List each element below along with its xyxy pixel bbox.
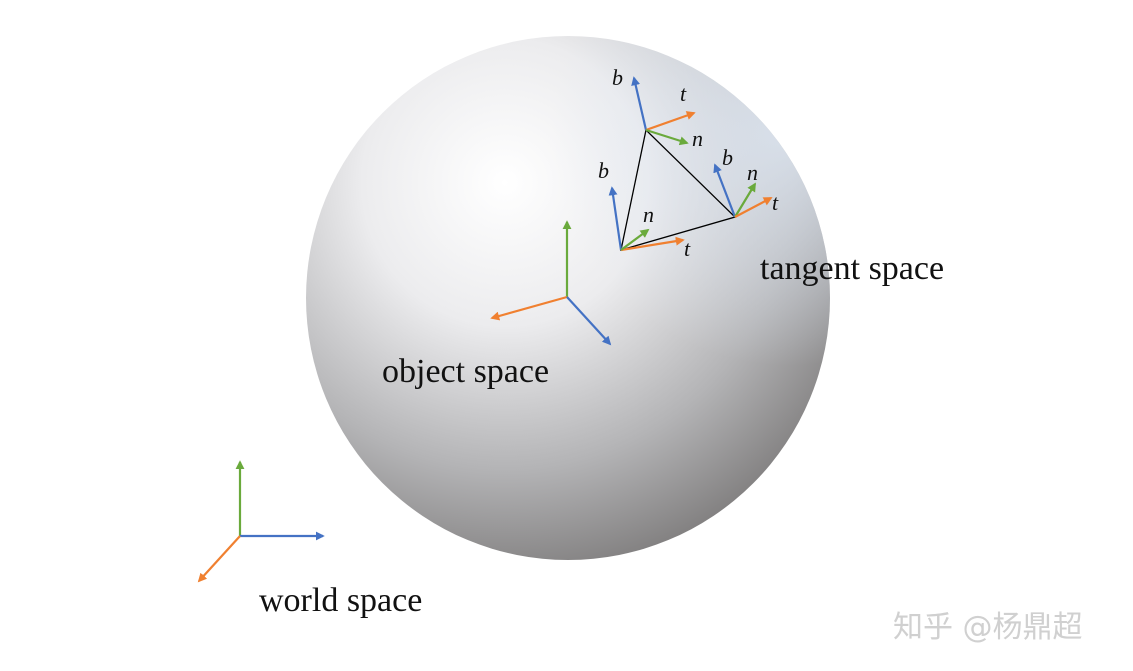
world-space-axes [197, 460, 325, 583]
normal-axis [620, 228, 650, 251]
tangent-letter: t [684, 236, 691, 261]
world-z-axis [197, 535, 241, 583]
tangent-axis [645, 111, 696, 132]
world-space-label: world space [259, 582, 422, 619]
normal-axis [645, 128, 689, 146]
tangent-axis [734, 197, 773, 218]
bitangent-letter: b [598, 158, 609, 183]
bitangent-letter: b [722, 145, 733, 170]
normal-letter: n [692, 126, 703, 151]
tangent-space-label: tangent space [760, 250, 944, 287]
watermark: 知乎 @杨鼎超 [893, 610, 1083, 645]
tangent-triangle [620, 128, 737, 251]
object-space-label: object space [382, 353, 549, 390]
object-z-axis [566, 296, 612, 346]
object-x-axis [490, 295, 568, 321]
bitangent-letter: b [612, 65, 623, 90]
normal-letter: n [747, 160, 758, 185]
bitangent-axis [713, 163, 737, 218]
bitangent-axis [608, 186, 623, 251]
bitangent-axis [631, 76, 648, 131]
tangent-axis [620, 236, 685, 252]
tangent-frame-right-vertex: b n t [713, 145, 779, 218]
tangent-letter: t [680, 81, 687, 106]
normal-letter: n [643, 202, 654, 227]
tangent-frame-top-vertex: b t n [612, 65, 703, 151]
tangent-letter: t [772, 190, 779, 215]
object-space-axes [490, 220, 612, 346]
normal-axis [734, 182, 756, 218]
tangent-frame-left-vertex: b n t [598, 158, 691, 261]
